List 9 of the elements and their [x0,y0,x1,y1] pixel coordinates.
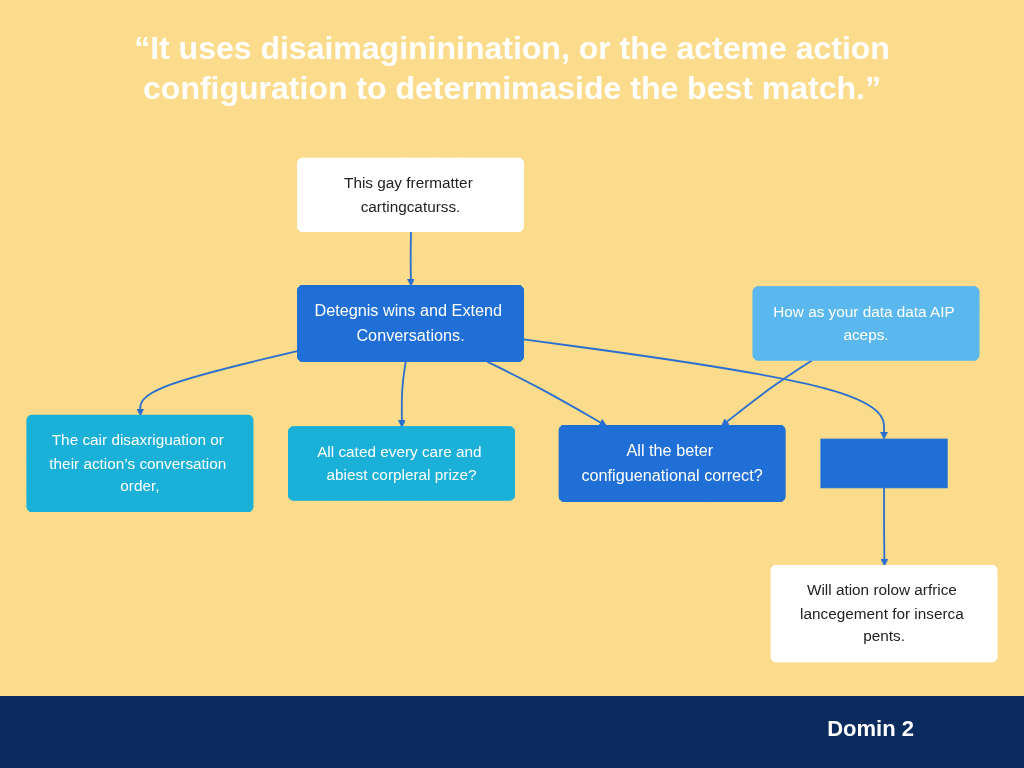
arrow [406,230,415,287]
arrow [397,360,407,428]
arrow [880,486,889,567]
arrow [486,360,607,427]
arrow [522,338,888,440]
quote-title: “It uses disaimagininination, or the acteme action configuration to determimaside the best match.” [133,29,891,108]
page-number: Domin 2 [827,716,914,741]
node-box [820,438,948,489]
arrow [721,359,813,427]
